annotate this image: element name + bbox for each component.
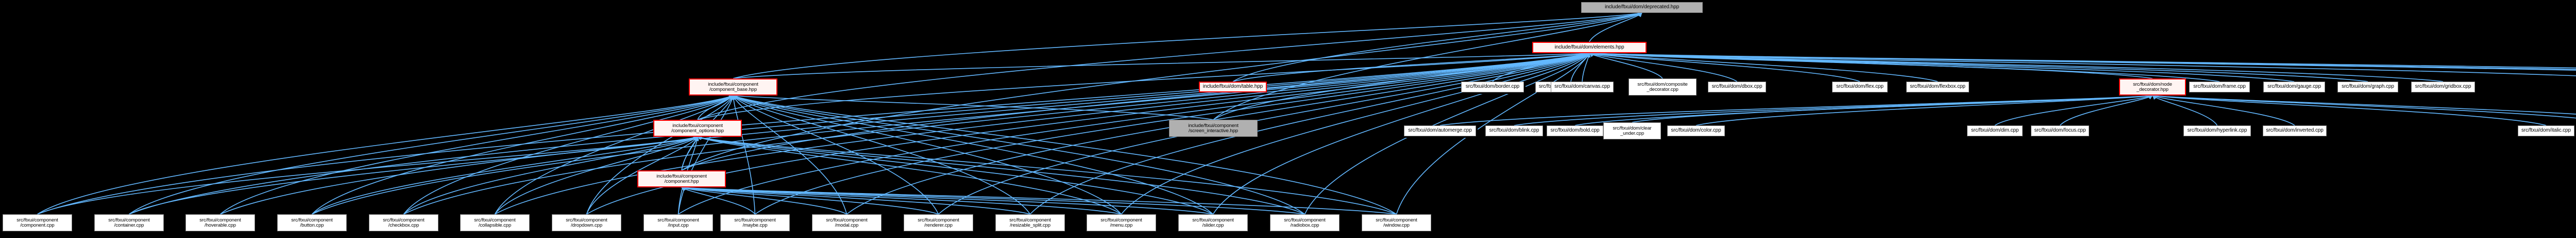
- graph-node[interactable]: include/ftxui/dom/deprecated.hpp: [1581, 2, 1703, 13]
- graph-node-label: src/ftxui/component /modal.cpp: [826, 217, 868, 228]
- graph-node-label: include/ftxui/component /component.hpp: [656, 173, 707, 184]
- graph-node-label: src/ftxui/dom/automerge.cpp: [1408, 128, 1472, 134]
- graph-node-label: src/ftxui/dom/node _decorator.hpp: [2133, 81, 2172, 92]
- graph-node[interactable]: src/ftxui/component /hoverable.cpp: [185, 214, 255, 231]
- graph-node-label: src/ftxui/dom/flexbox.cpp: [1910, 84, 1965, 90]
- graph-node-label: src/ftxui/dom/canvas.cpp: [1554, 84, 1610, 90]
- graph-node-label: src/ftxui/component /menu.cpp: [1100, 217, 1142, 228]
- graph-node[interactable]: src/ftxui/component /menu.cpp: [1087, 214, 1156, 231]
- graph-node-label: src/ftxui/component /resizable_split.cpp: [1009, 217, 1051, 228]
- graph-node-label: include/ftxui/component /screen_interact…: [1188, 122, 1239, 134]
- graph-node-label: src/ftxui/dom/gridbox.cpp: [2415, 84, 2471, 90]
- graph-node-label: src/ftxui/component /container.cpp: [108, 217, 150, 228]
- graph-node-label: include/ftxui/dom/deprecated.hpp: [1604, 4, 1680, 10]
- graph-node[interactable]: src/ftxui/component /maybe.cpp: [720, 214, 790, 231]
- graph-node[interactable]: src/ftxui/dom/dbox.cpp: [1708, 82, 1766, 92]
- graph-node-label: src/ftxui/dom/inverted.cpp: [2266, 128, 2324, 134]
- graph-node[interactable]: src/ftxui/dom/italic.cpp: [2518, 125, 2574, 136]
- graph-node-label: src/ftxui/dom/italic.cpp: [2521, 128, 2571, 134]
- graph-node-label: include/ftxui/dom/table.hpp: [1202, 84, 1263, 90]
- graph-node[interactable]: src/ftxui/dom/flex.cpp: [1832, 82, 1888, 92]
- graph-node[interactable]: src/ftxui/component /resizable_split.cpp: [995, 214, 1065, 231]
- graph-node-label: src/ftxui/component /checkbox.cpp: [383, 217, 425, 228]
- graph-node[interactable]: src/ftxui/dom/canvas.cpp: [1551, 82, 1614, 92]
- graph-node-label: src/ftxui/component /renderer.cpp: [918, 217, 959, 228]
- graph-node[interactable]: src/ftxui/dom/frame.cpp: [2189, 82, 2250, 92]
- graph-node-label: src/ftxui/dom/gauge.cpp: [2267, 84, 2321, 90]
- graph-node-label: src/ftxui/dom/graph.cpp: [2342, 84, 2394, 90]
- graph-node-label: src/ftxui/component /collapsible.cpp: [474, 217, 516, 228]
- graph-node-label: src/ftxui/component /slider.cpp: [1192, 217, 1234, 228]
- graph-node[interactable]: src/ftxui/dom/hyperlink.cpp: [2183, 125, 2251, 136]
- graph-node[interactable]: include/ftxui/component /component_base.…: [689, 78, 777, 96]
- graph-node[interactable]: src/ftxui/dom/dim.cpp: [1967, 125, 2023, 136]
- graph-node-label: include/ftxui/component /component_optio…: [671, 122, 724, 134]
- graph-node[interactable]: src/ftxui/dom/automerge.cpp: [1404, 125, 1476, 136]
- graph-node-label: include/ftxui/component /component_base.…: [708, 81, 758, 92]
- graph-node[interactable]: src/ftxui/dom/blink.cpp: [1485, 125, 1543, 136]
- graph-node[interactable]: src/ftxui/dom/gauge.cpp: [2263, 82, 2325, 92]
- graph-node[interactable]: src/ftxui/dom/focus.cpp: [2031, 125, 2089, 136]
- graph-node-label: src/ftxui/dom/composite _decorator.cpp: [1637, 81, 1688, 92]
- graph-node-label: src/ftxui/component /maybe.cpp: [734, 217, 776, 228]
- graph-node-label: src/ftxui/dom/dbox.cpp: [1711, 84, 1762, 90]
- graph-node[interactable]: src/ftxui/dom/composite _decorator.cpp: [1629, 78, 1697, 96]
- graph-node[interactable]: include/ftxui/dom/elements.hpp: [1532, 42, 1647, 53]
- graph-node[interactable]: include/ftxui/component /component.hpp: [637, 170, 726, 187]
- graph-node[interactable]: src/ftxui/dom/border.cpp: [1461, 82, 1524, 92]
- graph-node[interactable]: src/ftxui/dom/gridbox.cpp: [2411, 82, 2475, 92]
- graph-node-label: src/ftxui/dom/color.cpp: [1671, 128, 1721, 134]
- graph-node[interactable]: src/ftxui/dom/inverted.cpp: [2263, 125, 2327, 136]
- graph-node[interactable]: src/ftxui/component /renderer.cpp: [904, 214, 973, 231]
- graph-node-label: src/ftxui/dom/dim.cpp: [1971, 128, 2019, 134]
- graph-node[interactable]: src/ftxui/component /input.cpp: [643, 214, 713, 231]
- graph-node[interactable]: src/ftxui/component /window.cpp: [1362, 214, 1431, 231]
- graph-node[interactable]: src/ftxui/dom/color.cpp: [1667, 125, 1725, 136]
- graph-node-label: src/ftxui/component /radiobox.cpp: [1284, 217, 1326, 228]
- graph-node[interactable]: src/ftxui/component /modal.cpp: [812, 214, 882, 231]
- graph-node-label: src/ftxui/dom/hyperlink.cpp: [2187, 128, 2247, 134]
- graph-node-label: include/ftxui/dom/elements.hpp: [1554, 44, 1624, 50]
- graph-node[interactable]: src/ftxui/component /dropdown.cpp: [552, 214, 621, 231]
- graph-node-label: src/ftxui/dom/border.cpp: [1465, 84, 1520, 90]
- graph-node[interactable]: src/ftxui/dom/graph.cpp: [2337, 82, 2398, 92]
- graph-node[interactable]: src/ftxui/component /collapsible.cpp: [460, 214, 530, 231]
- graph-node-label: src/ftxui/dom/frame.cpp: [2193, 84, 2246, 90]
- graph-node-label: src/ftxui/component /dropdown.cpp: [566, 217, 607, 228]
- graph-node[interactable]: src/ftxui/dom/clear _under.cpp: [1603, 122, 1661, 139]
- graph-node[interactable]: src/ftxui/dom/bold.cpp: [1547, 125, 1603, 136]
- graph-node[interactable]: src/ftxui/component /button.cpp: [277, 214, 347, 231]
- graph-node-label: src/ftxui/component /window.cpp: [1376, 217, 1417, 228]
- graph-node[interactable]: src/ftxui/component /component.cpp: [3, 214, 72, 231]
- graph-node[interactable]: src/ftxui/component /slider.cpp: [1178, 214, 1248, 231]
- graph-node[interactable]: src/ftxui/component /radiobox.cpp: [1270, 214, 1340, 231]
- graph-node-label: src/ftxui/dom/focus.cpp: [2034, 128, 2086, 134]
- graph-node-label: src/ftxui/component /button.cpp: [291, 217, 333, 228]
- graph-node-label: src/ftxui/dom/flex.cpp: [1836, 84, 1884, 90]
- graph-node[interactable]: src/ftxui/component /container.cpp: [94, 214, 164, 231]
- graph-node[interactable]: src/ftxui/dom/node _decorator.hpp: [2119, 78, 2186, 96]
- graph-node-label: src/ftxui/component /component.cpp: [16, 217, 58, 228]
- graph-node[interactable]: src/ftxui/dom/flexbox.cpp: [1906, 82, 1969, 92]
- graph-node-label: src/ftxui/dom/clear _under.cpp: [1613, 125, 1652, 136]
- graph-node-label: src/ftxui/component /input.cpp: [657, 217, 699, 228]
- graph-node[interactable]: include/ftxui/component /screen_interact…: [1169, 120, 1258, 137]
- graph-node-label: src/ftxui/dom/blink.cpp: [1489, 128, 1539, 134]
- graph-node[interactable]: src/ftxui/component /checkbox.cpp: [369, 214, 438, 231]
- graph-node-label: src/ftxui/dom/bold.cpp: [1550, 128, 1600, 134]
- graph-node-label: src/ftxui/component /hoverable.cpp: [199, 217, 241, 228]
- graph-node[interactable]: include/ftxui/dom/table.hpp: [1199, 82, 1267, 92]
- graph-node[interactable]: include/ftxui/component /component_optio…: [653, 120, 742, 137]
